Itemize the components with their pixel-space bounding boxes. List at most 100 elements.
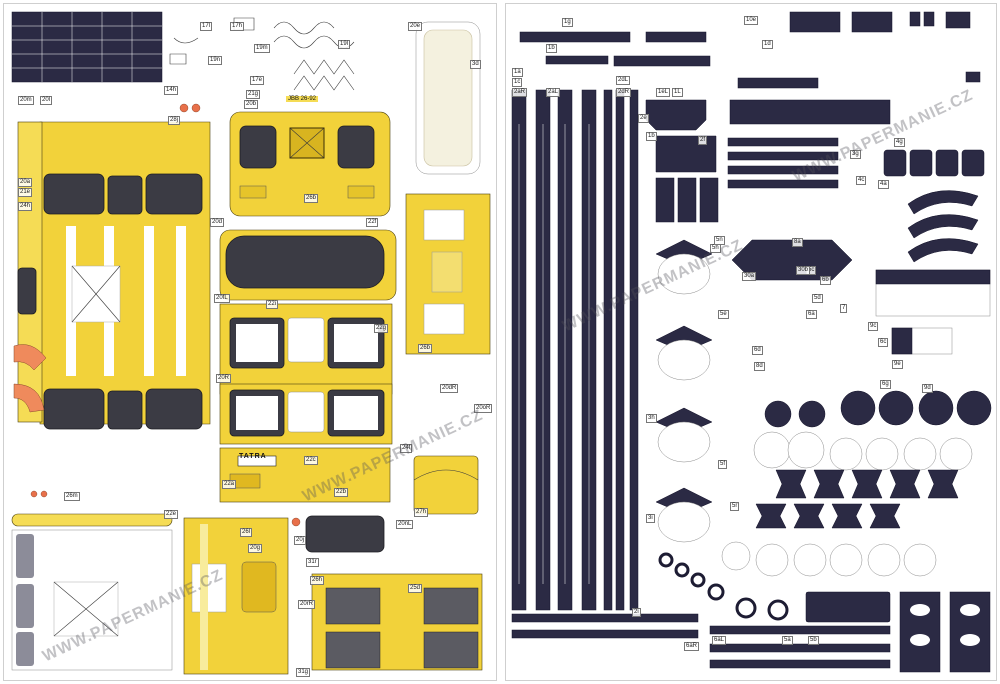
right-part-label: 1b bbox=[546, 44, 557, 53]
left-part-label: 21e bbox=[18, 188, 33, 197]
left-part-label: 17e bbox=[250, 76, 265, 85]
side-door-net bbox=[405, 193, 491, 355]
right-part-label: 5b bbox=[808, 636, 819, 645]
left-part-label: 26b bbox=[418, 344, 433, 353]
right-part-label: 10e bbox=[744, 16, 759, 25]
right-part-label: 2aR bbox=[512, 88, 528, 97]
bottom-panel-holes bbox=[910, 604, 980, 646]
right-part-label: 9e bbox=[892, 360, 903, 369]
registration-plate-text: JBB 26-92 bbox=[286, 96, 319, 102]
left-part-label: 20oR bbox=[474, 404, 493, 413]
side-box-net bbox=[311, 573, 483, 671]
right-part-label: 1g bbox=[562, 18, 573, 27]
right-part-label: 2e bbox=[638, 114, 649, 123]
cross-members bbox=[655, 239, 713, 543]
left-part-label: 22e bbox=[164, 510, 179, 519]
right-part-label: 30a bbox=[742, 272, 757, 281]
right-part-label: 30b bbox=[796, 266, 811, 275]
left-part-label: 28j bbox=[168, 116, 181, 125]
right-part-label: 3h bbox=[646, 414, 657, 423]
left-part-label: 20fL bbox=[214, 294, 230, 303]
right-part-label: 1eL bbox=[656, 88, 671, 97]
right-part-label: 1d bbox=[762, 40, 773, 49]
right-part-label: 1L bbox=[672, 88, 683, 97]
front-cab-panel bbox=[229, 111, 391, 217]
left-part-label: 21g bbox=[246, 90, 261, 99]
right-part-label: 2f bbox=[698, 136, 708, 145]
right-part-label: 1b bbox=[646, 132, 657, 141]
left-part-label: 17h bbox=[230, 22, 245, 31]
left-part-label: 31r bbox=[306, 558, 319, 567]
right-part-label: 6d bbox=[752, 346, 763, 355]
cab-body-net bbox=[17, 121, 211, 430]
left-part-label: 31g bbox=[296, 668, 311, 677]
right-part-label: 6aR bbox=[684, 642, 700, 651]
fender-panels bbox=[875, 269, 991, 355]
right-part-label: 5r bbox=[730, 502, 740, 511]
right-part-label: 6c bbox=[878, 338, 889, 347]
left-part-label: 20dR bbox=[440, 384, 459, 393]
left-part-label: 19l bbox=[338, 40, 351, 49]
left-part-label: 20g bbox=[248, 544, 263, 553]
right-part-label: 8a bbox=[792, 238, 803, 247]
right-part-label: 5d bbox=[812, 294, 823, 303]
mudguard-parts bbox=[907, 190, 979, 263]
right-part-label: 5f bbox=[718, 460, 728, 469]
door-panels bbox=[219, 303, 393, 445]
left-part-label: 20m bbox=[18, 96, 34, 105]
left-part-label: 20rR bbox=[298, 600, 316, 609]
right-part-label: 7 bbox=[840, 304, 848, 313]
left-part-label: 20b bbox=[244, 100, 259, 109]
left-part-label: 20R bbox=[216, 374, 232, 383]
right-part-label: 2aL bbox=[546, 88, 561, 97]
right-part-label: 4a bbox=[878, 180, 889, 189]
left-part-label: 22g bbox=[374, 324, 389, 333]
left-part-label: 22b bbox=[334, 488, 349, 497]
left-part-label: 26l bbox=[240, 528, 253, 537]
right-sheet-drawing bbox=[511, 11, 992, 673]
wheel-arch-part bbox=[413, 455, 479, 515]
small-top-parts bbox=[909, 11, 981, 83]
right-part-label: 3i bbox=[646, 514, 655, 523]
left-sheet-drawing bbox=[11, 11, 491, 675]
bottom-strips bbox=[511, 591, 991, 673]
bracket-parts bbox=[755, 469, 959, 529]
disc-parts bbox=[764, 390, 992, 428]
black-grid-part bbox=[11, 11, 163, 83]
right-part-label: 6b bbox=[820, 276, 831, 285]
left-part-label: 20d bbox=[210, 218, 225, 227]
right-part-label: 5e bbox=[718, 310, 729, 319]
left-part-label: 22c bbox=[304, 456, 318, 465]
left-part-label: 17l bbox=[200, 22, 213, 31]
brand-plate-text: TATRA bbox=[239, 453, 267, 460]
left-part-label: 22i bbox=[266, 300, 279, 309]
ring-parts bbox=[658, 552, 789, 621]
right-part-label: 4c bbox=[856, 176, 867, 185]
right-part-label: 6a bbox=[806, 310, 817, 319]
left-part-label: 24h bbox=[18, 202, 33, 211]
orange-part bbox=[13, 344, 47, 371]
right-part-label: 6aL bbox=[712, 636, 727, 645]
right-part-label: 5n bbox=[714, 236, 725, 245]
dark-window-part bbox=[305, 515, 385, 553]
left-part-label: 19m bbox=[254, 44, 270, 53]
left-part-label: 20e bbox=[408, 22, 423, 31]
right-part-label: 2dL bbox=[616, 76, 631, 85]
right-part-label: 9c bbox=[868, 322, 879, 331]
left-part-label: 26h bbox=[310, 576, 325, 585]
left-part-label: 27h bbox=[414, 508, 429, 517]
left-part-label: 20nL bbox=[396, 520, 414, 529]
right-part-label: 1a bbox=[512, 68, 523, 77]
left-part-label: 26m bbox=[64, 492, 80, 501]
top-strips bbox=[519, 11, 893, 125]
left-part-label: 26b bbox=[304, 194, 319, 203]
hose-parts bbox=[169, 17, 355, 91]
right-part-label: 8d bbox=[754, 362, 765, 371]
right-part-label: 2dR bbox=[616, 88, 632, 97]
frame-parts bbox=[645, 99, 985, 281]
round-small-parts bbox=[30, 103, 301, 527]
left-part-label: 3d bbox=[470, 60, 481, 69]
chassis-rails bbox=[511, 89, 639, 611]
